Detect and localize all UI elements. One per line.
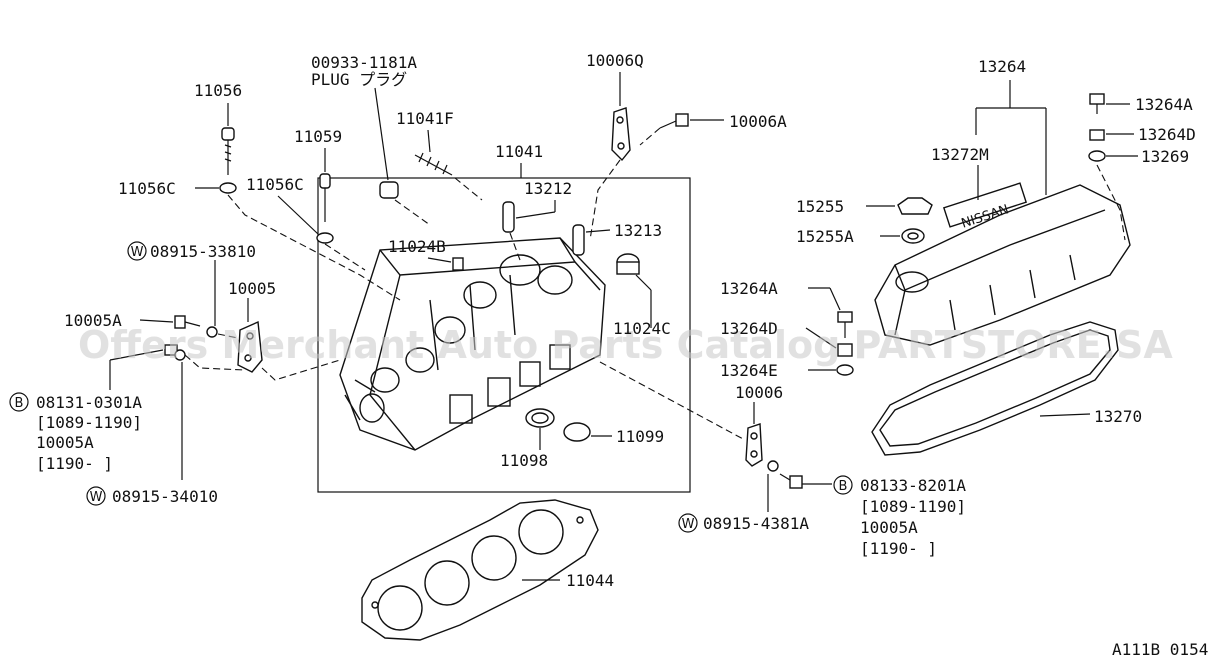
label-13269: 13269 [1141, 147, 1189, 166]
washer-08915-33810 [206, 326, 218, 338]
oil-filler-cap-15255 [897, 197, 933, 215]
washer-08915-4381a [767, 460, 779, 472]
label-11099: 11099 [616, 427, 664, 446]
label-10006a: 10006A [729, 112, 787, 131]
label-13264d-top: 13264D [1138, 125, 1196, 144]
watermark: Offers Merchant Auto Parts Catalog PARTS… [78, 323, 1173, 367]
label-b-08131-alt-range: [1190- ] [36, 454, 113, 473]
bolt-10006a [659, 113, 689, 129]
washer-marker-w-1: W [127, 241, 147, 261]
rocker-cover-13264 [874, 182, 1131, 346]
label-reference-code: A111B 0154 [1112, 640, 1208, 659]
label-10006q: 10006Q [586, 51, 644, 70]
svg-text:W: W [131, 245, 144, 260]
bolt-13264a-top [1089, 93, 1105, 114]
label-11059: 11059 [294, 127, 342, 146]
label-13212: 13212 [524, 179, 572, 198]
seal-11098 [525, 408, 555, 428]
label-11056: 11056 [194, 81, 242, 100]
svg-text:B: B [15, 396, 24, 411]
label-13264e: 13264E [720, 361, 778, 380]
label-10005a: 10005A [64, 311, 122, 330]
label-15255a: 15255A [796, 227, 854, 246]
alignment-dashed-lines [184, 127, 1126, 441]
bracket-10005 [237, 320, 263, 373]
label-15255: 15255 [796, 197, 844, 216]
svg-text:W: W [90, 490, 103, 505]
washer-marker-w-3: W [678, 513, 698, 533]
label-11024b: 11024B [388, 237, 446, 256]
label-b-08133-alt-range: [1190- ] [860, 539, 937, 558]
plug-00933-1181a [379, 181, 399, 199]
dowel-pin-13213 [572, 224, 585, 256]
label-11041: 11041 [495, 142, 543, 161]
washer-marker-w-2: W [86, 486, 106, 506]
grommet-13264d-top [1089, 129, 1105, 141]
label-13264: 13264 [978, 57, 1026, 76]
label-plug-name: PLUG プラグ [311, 70, 407, 89]
cylinder-head-group-frame [317, 177, 691, 493]
bolt-marker-b-2: B [833, 475, 853, 495]
label-10005: 10005 [228, 279, 276, 298]
label-13264a-top: 13264A [1135, 95, 1193, 114]
cylinder-head [339, 237, 606, 451]
washer-11056c-b [316, 232, 334, 244]
label-w-08915-34010: 08915-34010 [112, 487, 218, 506]
label-b-08133: 08133-8201A [860, 476, 966, 495]
label-11056c-a: 11056C [118, 179, 176, 198]
svg-text:B: B [839, 479, 848, 494]
hanger-10006q [611, 107, 631, 162]
leader-lines [109, 72, 1138, 581]
bolt-08131 [164, 344, 178, 356]
label-13264a-mid: 13264A [720, 279, 778, 298]
label-13213: 13213 [614, 221, 662, 240]
stud-11041f [414, 152, 453, 176]
dowel-pin-13212 [502, 201, 515, 233]
grommet-13264d-mid [837, 343, 853, 357]
label-11098: 11098 [500, 451, 548, 470]
label-13272m: 13272M [931, 145, 989, 164]
head-gasket-11044 [361, 499, 599, 641]
label-b-08131-range: [1089-1190] [36, 413, 142, 432]
label-b-08131: 08131-0301A [36, 393, 142, 412]
gasket-15255a [901, 228, 925, 244]
washer-13264e [836, 364, 854, 376]
stud-11059 [319, 173, 331, 222]
label-b-08133-alt: 10005A [860, 518, 918, 537]
bolt-10005a [174, 315, 201, 329]
washer-11056c-a [219, 182, 237, 194]
label-11024c: 11024C [613, 319, 671, 338]
part-labels: 11056 11056C 11059 11056C 00933-1181A PL… [36, 51, 1208, 659]
label-plug-code: 00933-1181A [311, 53, 417, 72]
svg-text:W: W [682, 517, 695, 532]
label-w-08915-33810: 08915-33810 [150, 242, 256, 261]
label-b-08131-alt: 10005A [36, 433, 94, 452]
label-13264d-mid: 13264D [720, 319, 778, 338]
cover-gasket-13270 [871, 321, 1119, 456]
bolt-13264a-mid [837, 311, 853, 338]
washer-13269 [1088, 150, 1106, 162]
label-11041f: 11041F [396, 109, 454, 128]
label-w-08915-4381a: 08915-4381A [703, 514, 809, 533]
stud-11056 [221, 127, 235, 175]
label-13270: 13270 [1094, 407, 1142, 426]
label-10006: 10006 [735, 383, 783, 402]
bolt-08133 [779, 473, 803, 489]
plug-11024c [616, 253, 640, 275]
label-11044: 11044 [566, 571, 614, 590]
bolt-marker-b-1: B [9, 392, 29, 412]
label-11056c-b: 11056C [246, 175, 304, 194]
plug-11024b [452, 257, 464, 271]
hanger-10006 [745, 423, 763, 467]
label-b-08133-range: [1089-1190] [860, 497, 966, 516]
seal-11099 [563, 422, 591, 442]
